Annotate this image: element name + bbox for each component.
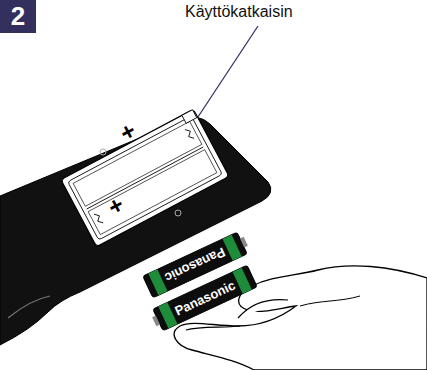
polarity-mark: +: [116, 118, 140, 146]
step-number: 2: [11, 1, 25, 32]
leader-line: [192, 26, 258, 126]
finger: [238, 300, 288, 318]
thumb: [186, 326, 240, 330]
step-badge: 2: [0, 0, 36, 33]
part-label: Käyttökatkaisin: [185, 4, 293, 20]
screw-hole: [175, 210, 181, 216]
remote-edge: [8, 296, 50, 318]
battery-compartment: [61, 109, 229, 247]
hand-fold: [300, 296, 360, 306]
screw-hole: [100, 149, 106, 155]
